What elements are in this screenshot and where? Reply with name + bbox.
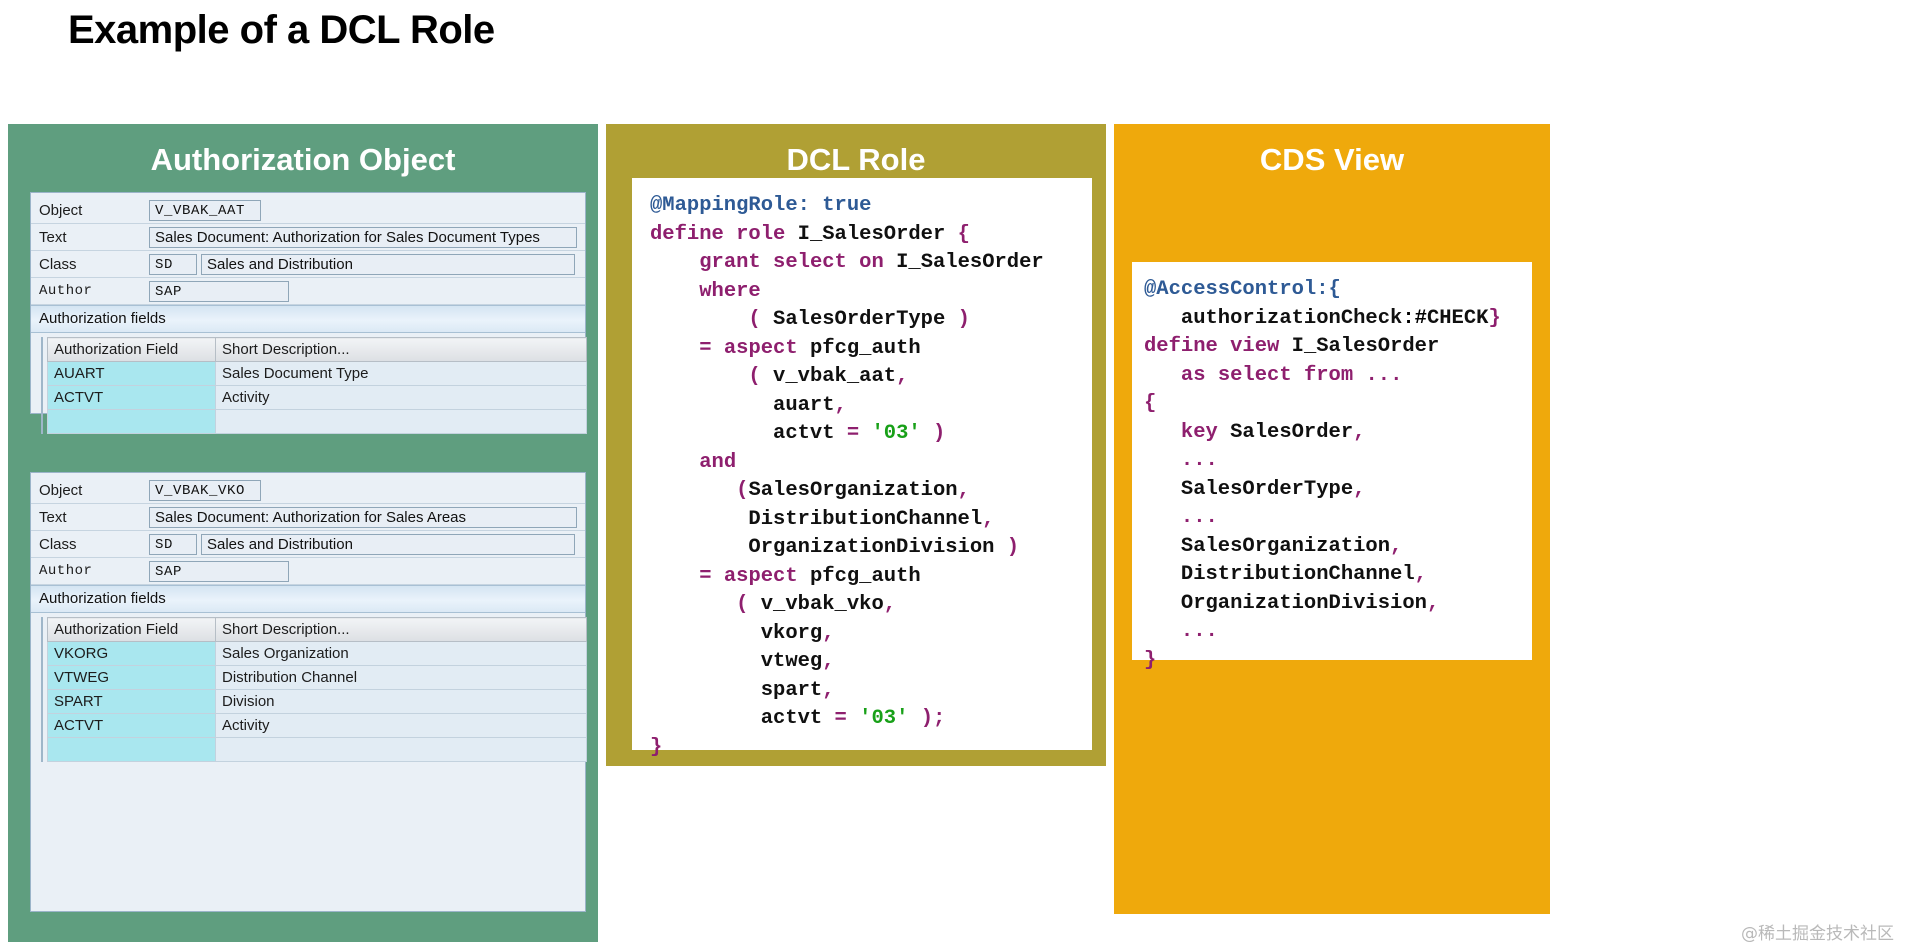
panel-authorization-object: Authorization Object Object V_VBAK_AAT T…: [8, 124, 598, 942]
field-class-code[interactable]: SD: [149, 533, 197, 555]
label-text: Text: [39, 228, 67, 246]
cell-field: VKORG: [47, 641, 216, 666]
cell-field: VTWEG: [47, 665, 216, 690]
form-row-text: Text Sales Document: Authorization for S…: [31, 504, 585, 531]
column-header-short-description[interactable]: Short Description...: [215, 617, 587, 642]
cell-description: Distribution Channel: [215, 665, 587, 690]
panel-header-authorization-object: Authorization Object: [150, 142, 456, 177]
form-row-class: Class SD Sales and Distribution: [31, 251, 585, 278]
cell-description: Activity: [215, 385, 587, 410]
label-object: Object: [39, 201, 83, 219]
cell-description-empty: [215, 409, 587, 434]
table-row-empty[interactable]: [47, 409, 587, 434]
form-row-text: Text Sales Document: Authorization for S…: [31, 224, 585, 251]
dcl-role-code-block[interactable]: @MappingRole: true define role I_SalesOr…: [632, 178, 1092, 759]
cell-field-empty: [47, 737, 216, 762]
label-author: Author: [39, 283, 93, 299]
cell-description: Sales Document Type: [215, 361, 587, 386]
cell-description: Activity: [215, 713, 587, 738]
panel-cds-view: CDS View @AccessControl:{ authorizationC…: [1114, 124, 1550, 914]
cell-field-empty: [47, 409, 216, 434]
cell-description: Sales Organization: [215, 641, 587, 666]
table-header-row: Authorization Field Short Description...: [47, 617, 587, 642]
field-text-value[interactable]: Sales Document: Authorization for Sales …: [149, 226, 577, 248]
label-object: Object: [39, 481, 83, 499]
label-class: Class: [39, 535, 77, 553]
column-header-authorization-field[interactable]: Authorization Field: [47, 617, 216, 642]
authorization-object-card-1: Object V_VBAK_AAT Text Sales Document: A…: [30, 192, 587, 434]
section-authorization-fields: Authorization fields: [31, 305, 585, 333]
panel-header-dcl-role: DCL Role: [786, 142, 926, 177]
field-author-value[interactable]: SAP: [149, 280, 289, 302]
label-text: Text: [39, 508, 67, 526]
field-object-value[interactable]: V_VBAK_VKO: [149, 479, 261, 501]
column-header-short-description[interactable]: Short Description...: [215, 337, 587, 362]
table-row[interactable]: ACTVT Activity: [47, 385, 587, 410]
form-row-author: Author SAP: [31, 558, 585, 585]
section-authorization-fields: Authorization fields: [31, 585, 585, 613]
table-header-row: Authorization Field Short Description...: [47, 337, 587, 362]
column-header-authorization-field[interactable]: Authorization Field: [47, 337, 216, 362]
authorization-object-form-2: Object V_VBAK_VKO Text Sales Document: A…: [31, 473, 585, 585]
table-row[interactable]: AUART Sales Document Type: [47, 361, 587, 386]
authorization-object-form-1: Object V_VBAK_AAT Text Sales Document: A…: [31, 193, 585, 305]
watermark: @稀土掘金技术社区: [1741, 924, 1894, 944]
cell-field: AUART: [47, 361, 216, 386]
cell-field: ACTVT: [47, 713, 216, 738]
field-author-value[interactable]: SAP: [149, 560, 289, 582]
field-text-value[interactable]: Sales Document: Authorization for Sales …: [149, 506, 577, 528]
page-title: Example of a DCL Role: [68, 8, 495, 52]
authorization-fields-grid-2: Authorization Field Short Description...…: [41, 617, 587, 762]
cell-description-empty: [215, 737, 587, 762]
cell-description: Division: [215, 689, 587, 714]
table-row-empty[interactable]: [47, 737, 587, 762]
panel-dcl-role: DCL Role @MappingRole: true define role …: [606, 124, 1106, 766]
table-row[interactable]: VKORG Sales Organization: [47, 641, 587, 666]
field-object-value[interactable]: V_VBAK_AAT: [149, 199, 261, 221]
field-class-name[interactable]: Sales and Distribution: [201, 253, 575, 275]
form-row-object: Object V_VBAK_VKO: [31, 477, 585, 504]
authorization-fields-grid-1: Authorization Field Short Description...…: [41, 337, 587, 434]
cds-view-code-block[interactable]: @AccessControl:{ authorizationCheck:#CHE…: [1132, 262, 1532, 672]
field-class-name[interactable]: Sales and Distribution: [201, 533, 575, 555]
table-row[interactable]: VTWEG Distribution Channel: [47, 665, 587, 690]
form-row-object: Object V_VBAK_AAT: [31, 197, 585, 224]
cell-field: SPART: [47, 689, 216, 714]
cell-field: ACTVT: [47, 385, 216, 410]
table-row[interactable]: SPART Division: [47, 689, 587, 714]
form-row-author: Author SAP: [31, 278, 585, 305]
field-class-code[interactable]: SD: [149, 253, 197, 275]
panel-header-cds-view: CDS View: [1259, 142, 1405, 177]
authorization-object-card-2: Object V_VBAK_VKO Text Sales Document: A…: [30, 472, 587, 912]
label-class: Class: [39, 255, 77, 273]
label-author: Author: [39, 563, 93, 579]
table-row[interactable]: ACTVT Activity: [47, 713, 587, 738]
form-row-class: Class SD Sales and Distribution: [31, 531, 585, 558]
